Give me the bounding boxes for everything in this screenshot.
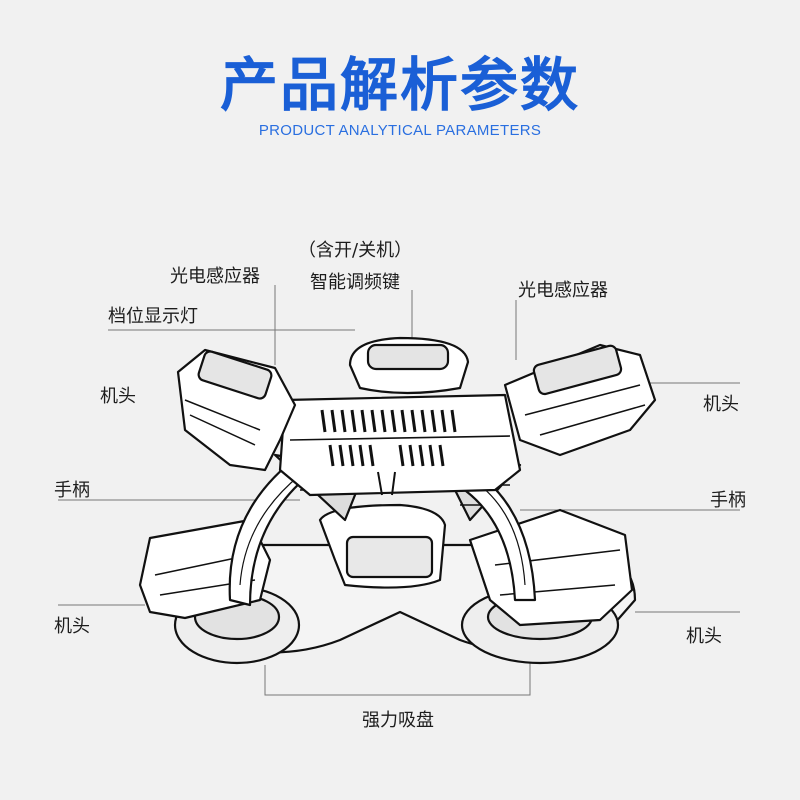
label-head-upper-right: 机头 (703, 394, 739, 415)
leader-suction-cup (264, 660, 531, 696)
label-onoff: （含开/关机） (298, 240, 413, 261)
device-outline (138, 336, 657, 665)
page-title: 产品解析参数 (219, 51, 580, 119)
label-freq-key: 智能调频键 (310, 272, 400, 293)
leader-lines (58, 285, 740, 696)
label-head-lower-left: 机头 (54, 616, 90, 637)
label-head-upper-left: 机头 (100, 386, 136, 407)
label-gear-light: 档位显示灯 (108, 306, 198, 327)
body-ribs (320, 409, 457, 467)
label-head-lower-right: 机头 (686, 626, 722, 647)
label-sensor-right: 光电感应器 (518, 280, 608, 301)
label-handle-right: 手柄 (710, 490, 746, 511)
page-subtitle: PRODUCT ANALYTICAL PARAMETERS (258, 122, 542, 139)
label-suction-cup: 强力吸盘 (362, 710, 434, 731)
label-sensor-left: 光电感应器 (170, 266, 260, 287)
label-handle-left: 手柄 (54, 480, 90, 501)
